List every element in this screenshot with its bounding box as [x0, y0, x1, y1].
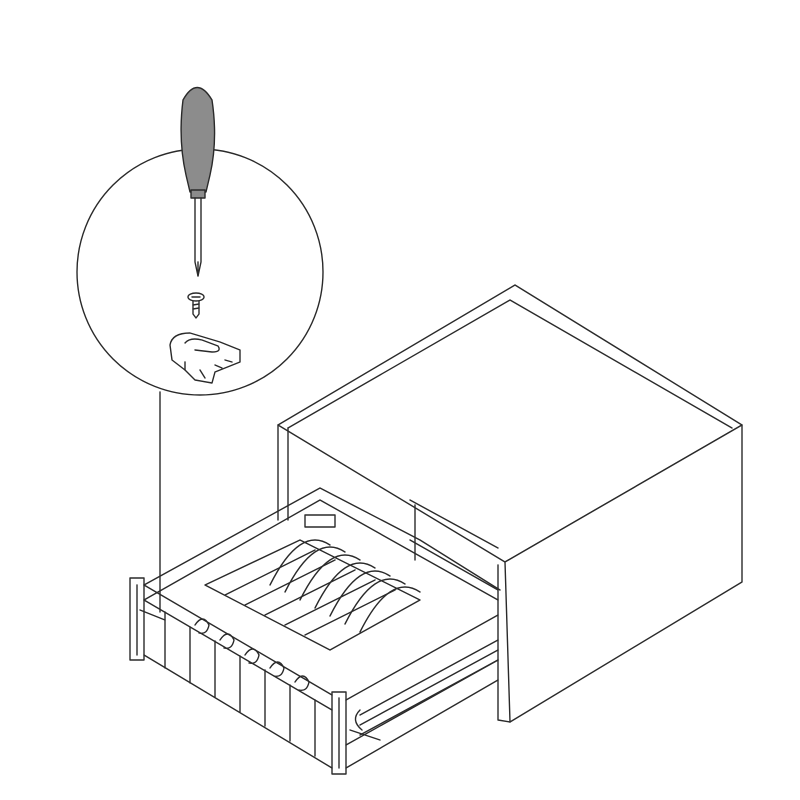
mounting-clip-icon — [169, 332, 241, 384]
screwdriver-icon — [180, 86, 216, 277]
screw-icon — [187, 292, 205, 319]
pull-out-basket-icon — [129, 487, 501, 775]
cabinet-icon — [277, 284, 743, 723]
